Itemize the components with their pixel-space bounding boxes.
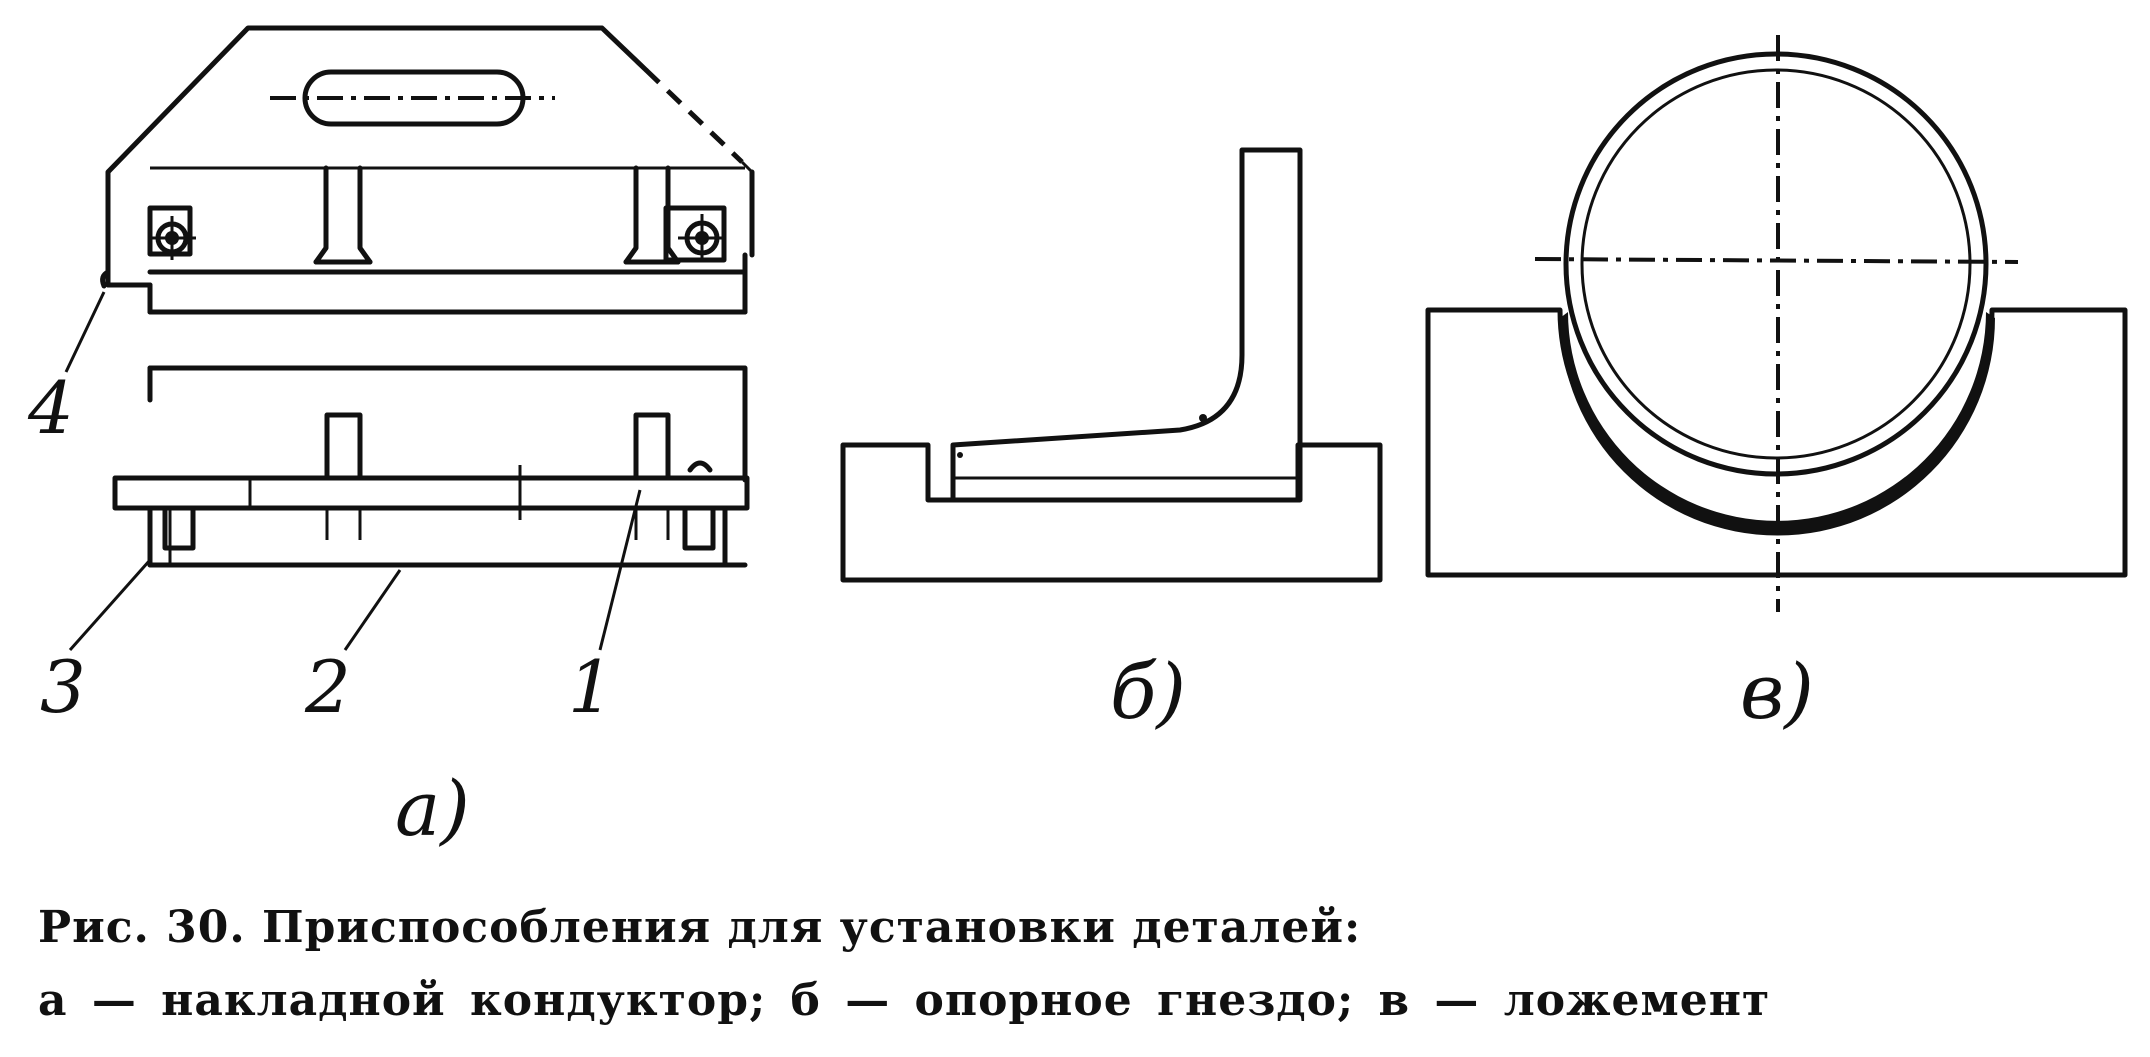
callout-4: 4 — [27, 366, 74, 450]
panel-b-support-socket: б) — [840, 147, 1383, 736]
ribs-top-view — [313, 165, 681, 265]
panel-v-label: в) — [1740, 647, 1814, 736]
callout-2: 2 — [304, 645, 351, 729]
panel-v-cradle: в) — [1425, 35, 2128, 736]
panel-a-label: а) — [395, 764, 470, 853]
callout-leaders — [64, 291, 642, 651]
bolt-right-icon — [663, 205, 727, 263]
panel-a-jig: 4 3 2 1 а) — [27, 25, 755, 853]
figure-caption-legend: а — накладной кондуктор; б — опорное гне… — [38, 975, 1771, 1026]
callout-3: 3 — [40, 645, 86, 729]
jig-plate-top-view — [100, 25, 755, 315]
figure-caption-title: Рис. 30. Приспособления для установки де… — [38, 902, 1362, 953]
slot-hole — [270, 69, 555, 127]
bolt-left-icon — [147, 205, 196, 260]
callout-1: 1 — [568, 645, 614, 729]
jig-plate-side-view — [112, 365, 750, 568]
panel-b-label: б) — [1110, 647, 1186, 736]
